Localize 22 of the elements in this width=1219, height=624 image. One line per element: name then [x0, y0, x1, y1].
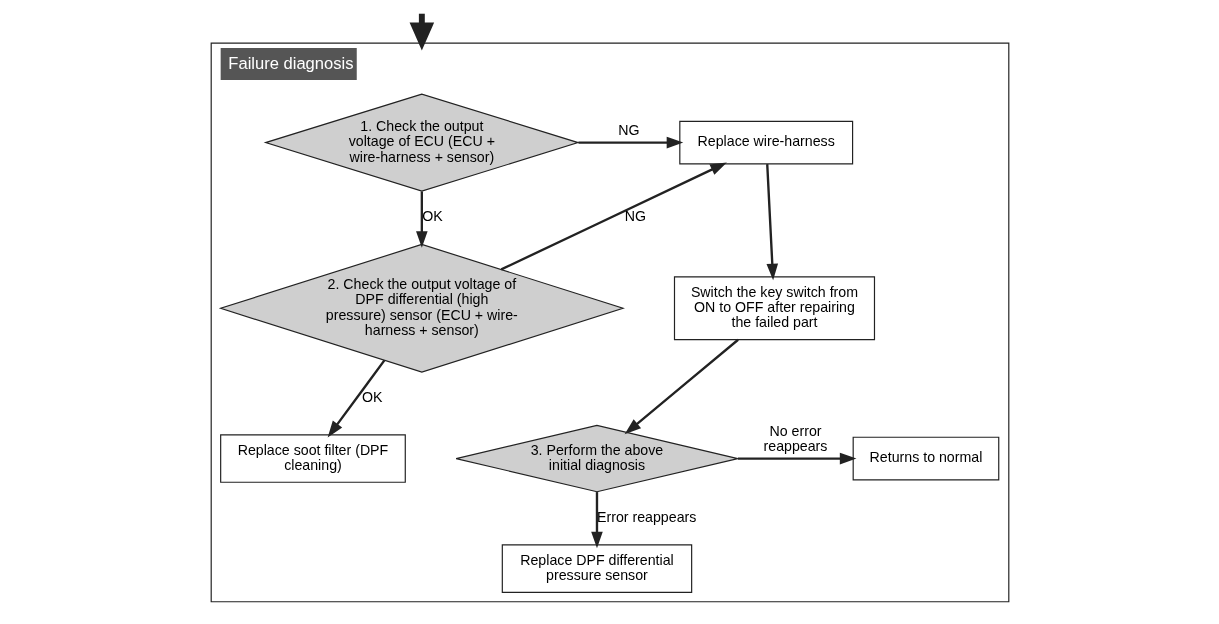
edge-label: OK: [421, 208, 443, 225]
node-diamond: 3. Perform the above initial diagnosis: [455, 424, 738, 493]
edge-label: Error reappears: [596, 509, 696, 525]
edge-label: No error reappears: [763, 422, 827, 454]
node-box: Returns to normal: [852, 436, 999, 481]
node-diamond: 2. Check the output voltage of DPF differential (high pressure) sensor (ECU + wire-harness + sensor): [218, 243, 625, 373]
node-box: Replace soot filter (DPF cleaning): [219, 434, 406, 483]
edge-label: NG: [617, 122, 640, 139]
arrow: [327, 359, 385, 438]
arrow: [577, 136, 683, 149]
node-box: Replace wire-harness: [678, 120, 853, 165]
node-box: Replace DPF differential pressure sensor: [501, 544, 692, 593]
edge-label: NG: [624, 208, 646, 225]
arrow: [624, 338, 739, 435]
edge-label: OK: [361, 389, 382, 406]
arrow: [737, 452, 856, 465]
node-diamond: 1. Check the output voltage of ECU (ECU + wire-harness + sensor): [263, 93, 580, 192]
arrow: [500, 162, 727, 271]
arrow: [590, 492, 603, 549]
arrow: [415, 191, 428, 248]
arrow: [765, 164, 778, 281]
node-box: Switch the key switch from ON to OFF after repairing the failed part: [673, 276, 875, 341]
